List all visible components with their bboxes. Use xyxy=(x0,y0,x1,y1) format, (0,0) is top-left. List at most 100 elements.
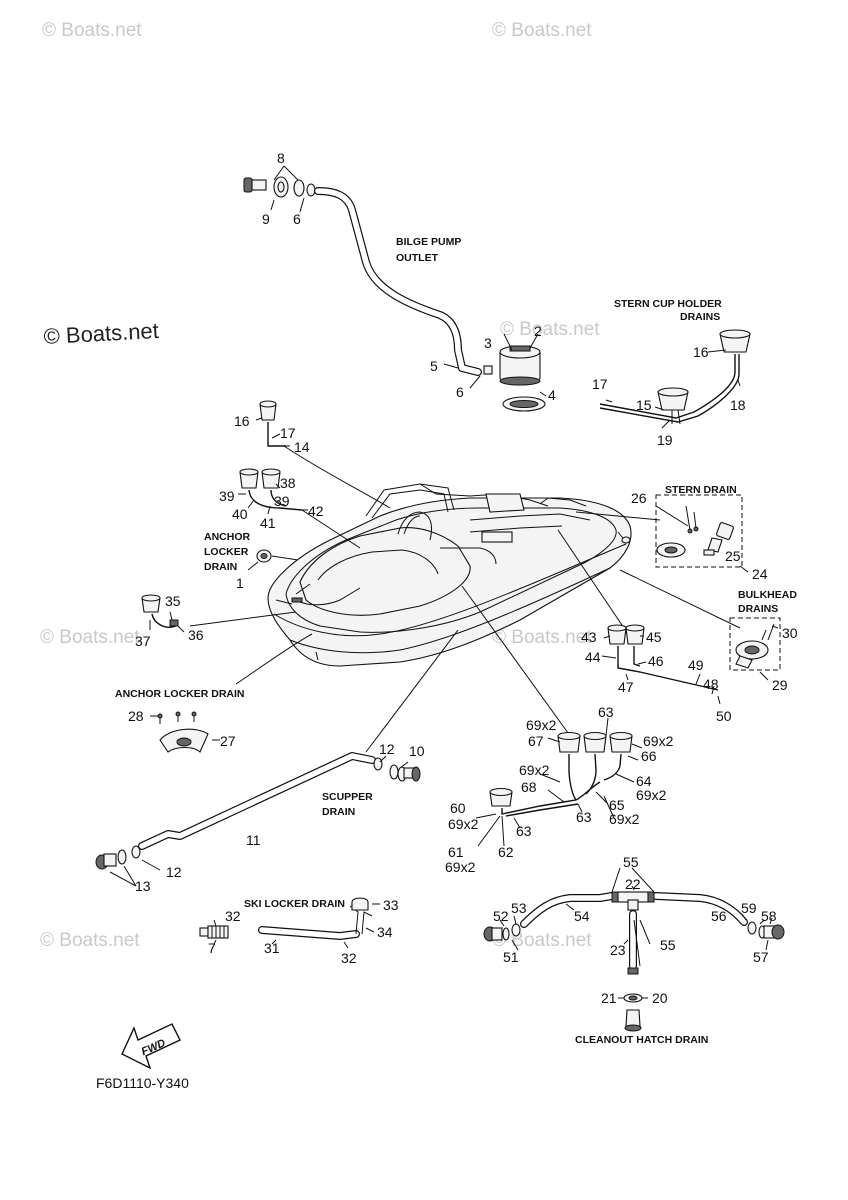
bilge-pump-icon xyxy=(483,345,546,412)
bulkhead-drain-plug-icon xyxy=(735,623,775,669)
watermark-top-right: © Boats.net xyxy=(492,20,592,41)
twin-cup-holder-group xyxy=(238,468,308,515)
callout-69x2-d: 69x2 xyxy=(636,787,667,803)
bilge-pump-outlet-group xyxy=(243,165,547,412)
bow-cup-holder-group xyxy=(255,400,290,447)
callout-64: 64 xyxy=(636,773,652,789)
caption-ski-locker-drain: SKI LOCKER DRAIN xyxy=(244,898,345,910)
callout-17: 17 xyxy=(280,425,296,441)
caption-scupper: SCUPPER xyxy=(322,791,373,803)
callout-43: 43 xyxy=(581,629,597,645)
callout-11: 11 xyxy=(246,832,261,848)
caption-locker: LOCKER xyxy=(204,546,249,558)
callout-63b: 63 xyxy=(576,809,592,825)
callout-62: 62 xyxy=(498,844,514,860)
caption-stern-drain: STERN DRAIN xyxy=(665,484,737,496)
callout-36: 36 xyxy=(188,627,204,643)
callout-65: 65 xyxy=(609,797,625,813)
callout-54: 54 xyxy=(574,908,590,924)
callout-16b: 16 xyxy=(693,344,709,360)
callout-6b: 6 xyxy=(456,384,464,400)
callout-69x2-g: 69x2 xyxy=(445,859,476,875)
leader-line xyxy=(271,555,299,561)
cup-holder-icon xyxy=(261,468,281,489)
callout-68: 68 xyxy=(521,779,537,795)
callout-42: 42 xyxy=(308,503,324,519)
cup-holder-icon xyxy=(657,387,689,411)
callout-31: 31 xyxy=(264,940,280,956)
callout-69x2-a: 69x2 xyxy=(526,717,557,733)
stern-drain-group xyxy=(655,494,749,573)
callout-69x2-e: 69x2 xyxy=(609,811,640,827)
callout-25: 25 xyxy=(725,548,741,564)
callout-63: 63 xyxy=(598,704,614,720)
leader-line xyxy=(365,629,459,753)
callout-33: 33 xyxy=(383,897,399,913)
ski-locker-drain-group xyxy=(199,897,380,949)
outlet-fitting-icon xyxy=(243,176,316,198)
stern-cup-holder-group xyxy=(599,329,751,429)
watermark-main: © Boats.net xyxy=(43,318,159,349)
caption-stern-cup-holder: STERN CUP HOLDER xyxy=(614,298,722,310)
caption-bulkhead-drains: DRAINS xyxy=(738,603,778,615)
callout-21: 21 xyxy=(601,990,617,1006)
mid-cup-holder-group xyxy=(601,624,721,705)
callout-7: 7 xyxy=(208,940,216,956)
callout-19: 19 xyxy=(657,432,673,448)
callout-9: 9 xyxy=(262,211,270,227)
callout-27: 27 xyxy=(220,733,236,749)
callout-67: 67 xyxy=(528,733,544,749)
leader-line xyxy=(461,585,577,745)
side-cup-holder-group xyxy=(141,594,185,633)
watermark-mid-center: © Boats.net xyxy=(500,319,600,340)
callout-3: 3 xyxy=(484,335,492,351)
leader-line xyxy=(557,529,633,641)
caption-bilge-pump: BILGE PUMP xyxy=(396,236,461,248)
callout-47: 47 xyxy=(618,679,634,695)
callout-16: 16 xyxy=(234,413,250,429)
callout-52: 52 xyxy=(493,908,509,924)
boat-hull-icon xyxy=(267,483,632,667)
callout-32b: 32 xyxy=(341,950,357,966)
drain-fitting-icon xyxy=(747,921,785,940)
callout-60: 60 xyxy=(450,800,466,816)
callout-57: 57 xyxy=(753,949,769,965)
callout-59: 59 xyxy=(741,900,757,916)
callout-69x2-b: 69x2 xyxy=(643,733,674,749)
cup-holder-icon xyxy=(239,468,259,489)
callout-24: 24 xyxy=(752,566,768,582)
cup-holder-icon xyxy=(141,594,161,613)
callout-53: 53 xyxy=(511,900,527,916)
caption-drains: DRAINS xyxy=(680,311,720,323)
anchor-drain-fitting-icon xyxy=(256,549,272,563)
drain-fitting-icon xyxy=(483,923,521,942)
callout-29: 29 xyxy=(772,677,788,693)
figure-code: F6D1110-Y340 xyxy=(96,1075,189,1091)
cleanout-hatch-drain-group xyxy=(483,867,785,1032)
callout-50: 50 xyxy=(716,708,732,724)
cockpit-cup-holder-group xyxy=(475,717,643,847)
callout-51: 51 xyxy=(503,949,519,965)
callout-37: 37 xyxy=(135,633,151,649)
caption-outlet: OUTLET xyxy=(396,252,439,264)
caption-drain: DRAIN xyxy=(204,561,237,573)
caption-anchor: ANCHOR xyxy=(204,531,250,543)
ski-drain-fitting-icon xyxy=(351,897,369,911)
leader-line xyxy=(575,511,661,521)
cup-holder-icon xyxy=(489,787,513,807)
callout-8: 8 xyxy=(277,150,285,166)
tee-fitting-icon xyxy=(611,891,655,911)
callout-14: 14 xyxy=(294,439,310,455)
callout-20: 20 xyxy=(652,990,668,1006)
leader-line xyxy=(235,633,313,685)
scupper-fitting-icon xyxy=(95,845,141,870)
callout-55b: 55 xyxy=(660,937,676,953)
cup-holder-icon xyxy=(609,731,633,753)
fwd-arrow-icon: FWD xyxy=(121,1023,181,1070)
callout-38: 38 xyxy=(280,475,296,491)
callout-17b: 17 xyxy=(592,376,608,392)
callout-26: 26 xyxy=(631,490,647,506)
caption-anchor-locker-drain: ANCHOR LOCKER DRAIN xyxy=(115,688,245,700)
callout-44: 44 xyxy=(585,649,601,665)
callout-48: 48 xyxy=(703,676,719,692)
